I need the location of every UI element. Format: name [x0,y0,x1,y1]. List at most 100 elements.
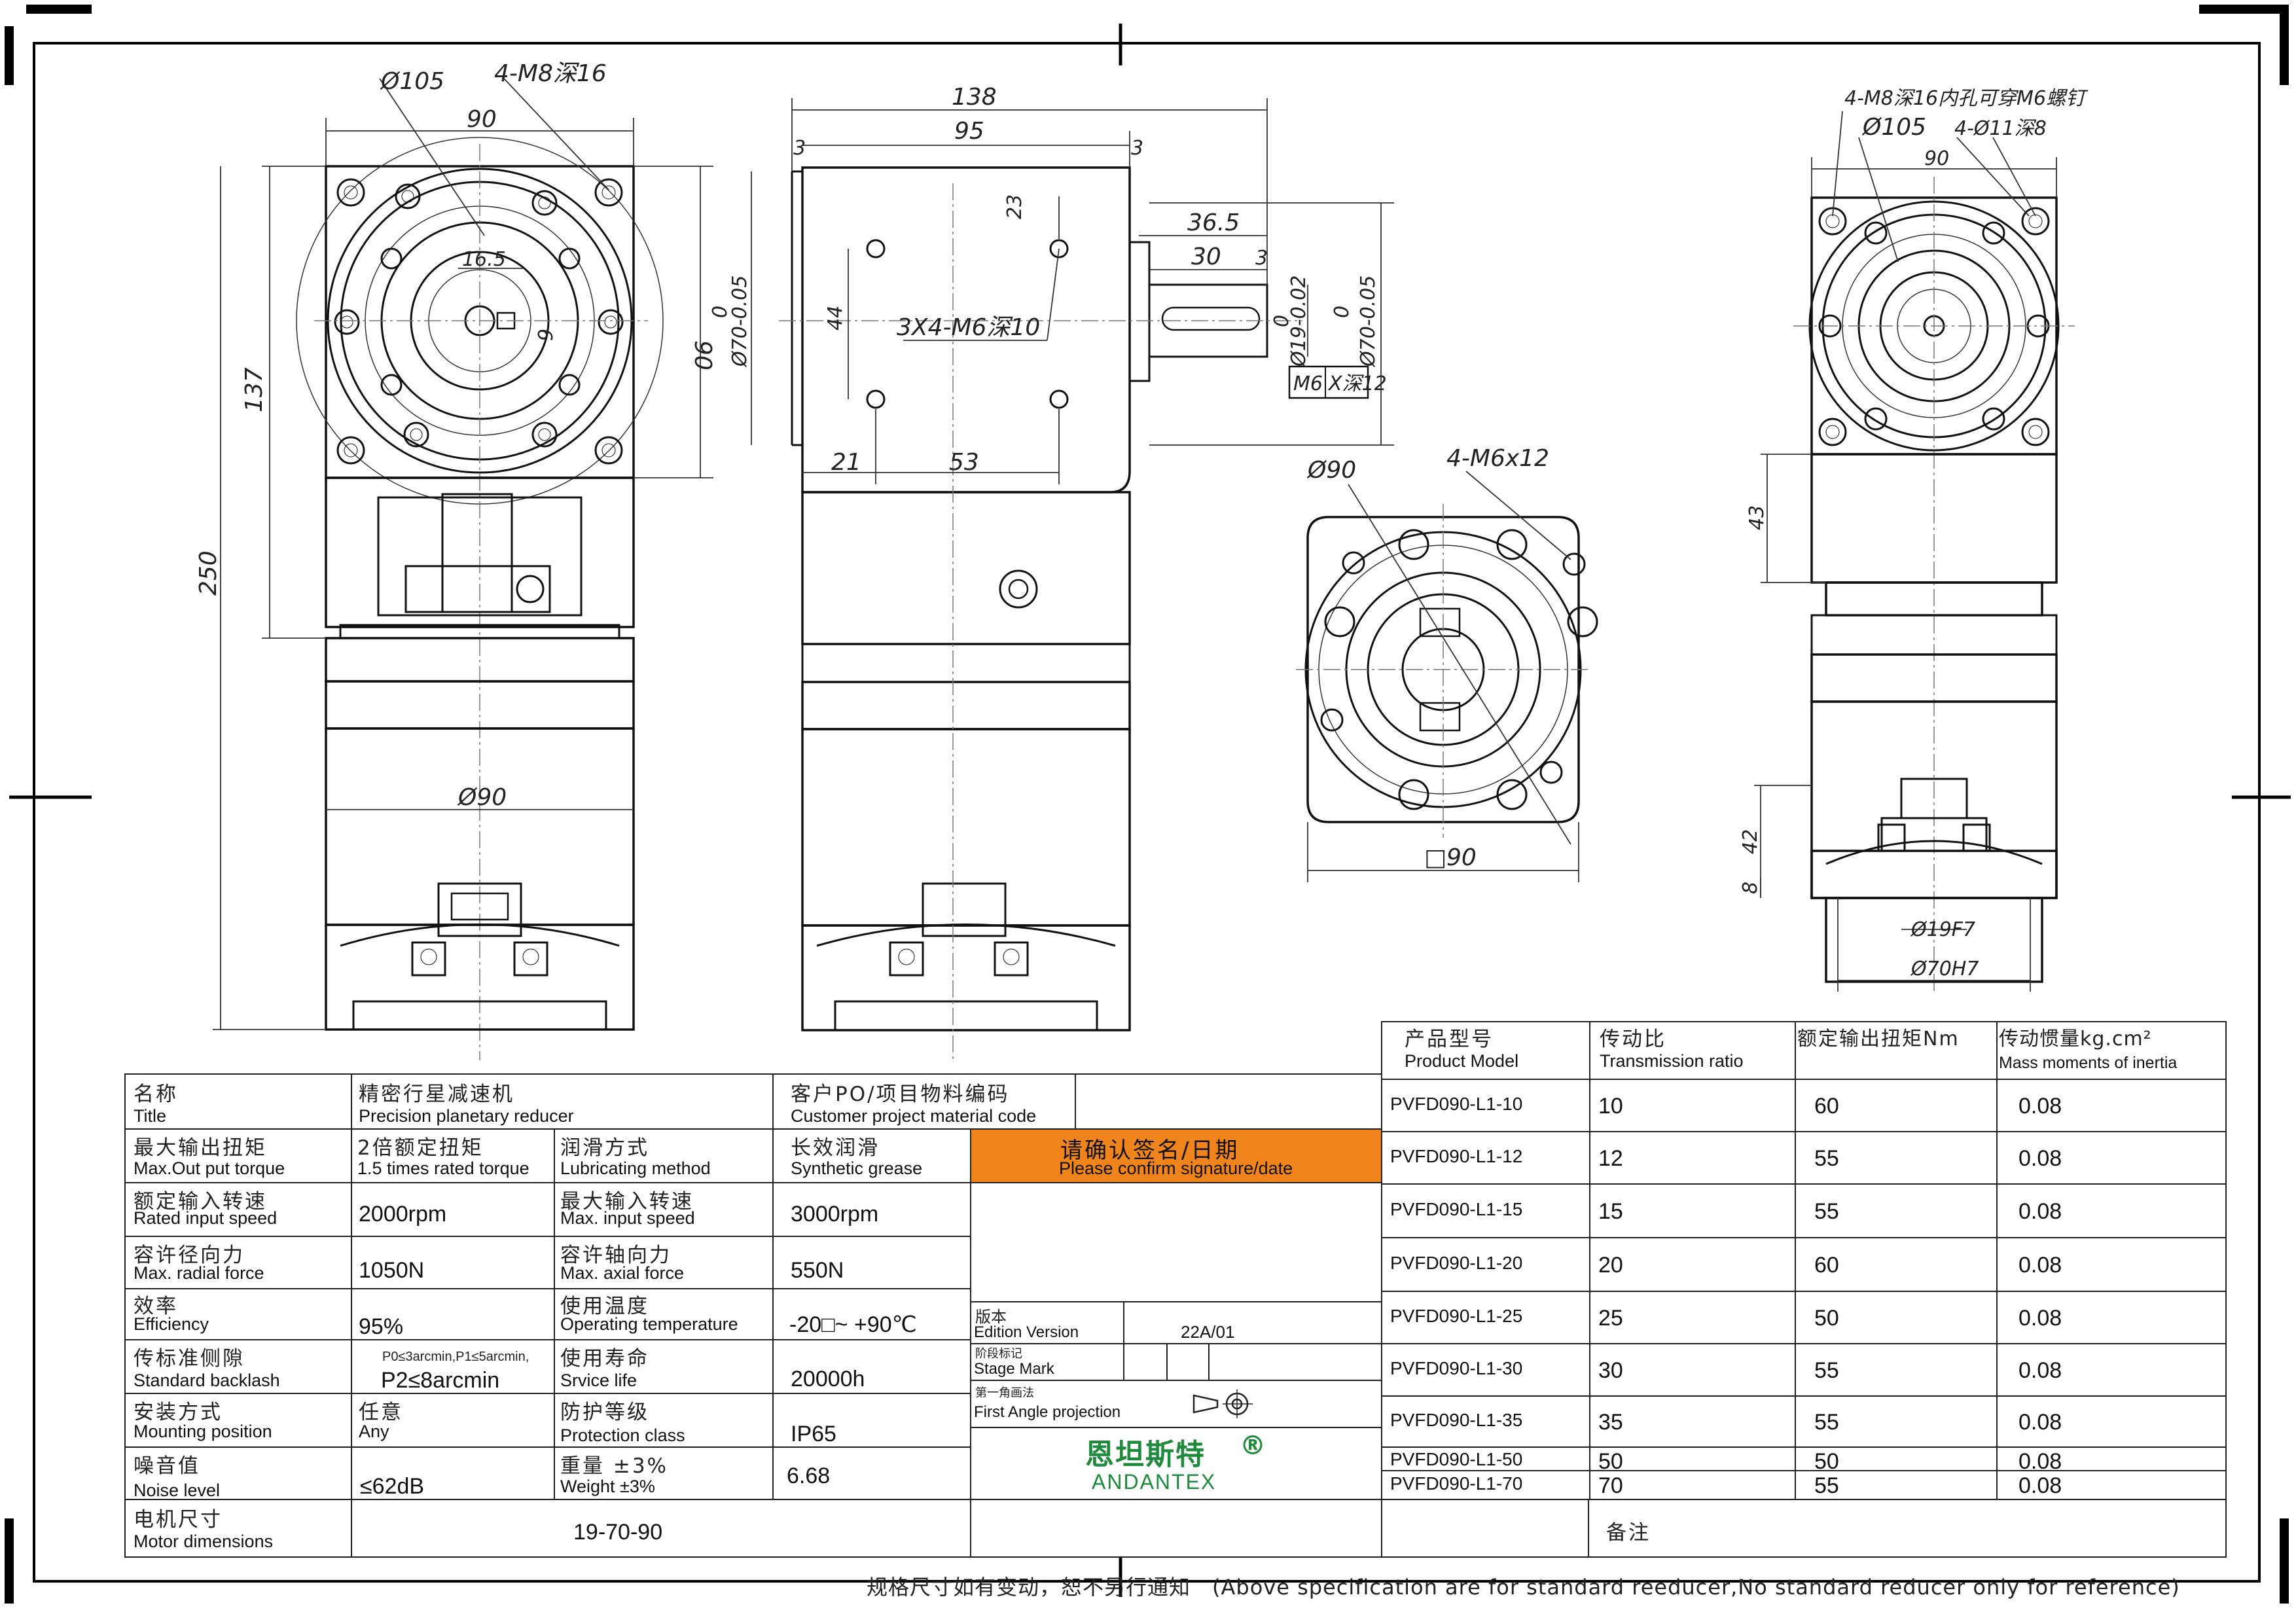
value2: 550N [791,1258,844,1283]
label-en: Mounting position [134,1422,272,1441]
label2-en: Protection class [560,1426,685,1445]
label-zh: 电机尺寸 [134,1508,223,1532]
front-bolt-holes [334,178,624,465]
confirm-title-en: Please confirm signature/date [1059,1158,1293,1178]
dim-side-18: X深12 [1327,372,1387,395]
models-header-cell [1589,1021,1796,1080]
model-cell [1589,1237,1796,1292]
dim-side-11: 0 [709,306,732,318]
model-cell [1996,1183,2227,1238]
outer-frame [33,42,2261,1583]
model-value: 55 [1814,1199,1839,1224]
spec-cell [124,1339,352,1394]
model-cell [1996,1131,2227,1185]
label-zh: 最大输出扭矩 [134,1136,267,1160]
dim-right-2: Ø105 [1861,114,1926,141]
label-en: Standard backlash [134,1371,280,1390]
stage-box [1123,1343,1168,1381]
value2-zh: 长效润滑 [791,1136,880,1160]
header-torque-zh: 额定输出扭矩Nm [1797,1028,1960,1050]
models-header-cell [1795,1021,1998,1080]
model-value: 12 [1598,1146,1623,1171]
remarks-label: 备注 [1606,1521,1651,1545]
dim-front-1: Ø105 [380,68,444,95]
value: 19-70-90 [573,1520,663,1545]
models-header-cell [1381,1021,1590,1080]
confirm-banner [970,1128,1382,1183]
spec-cell [351,1499,971,1558]
value-en: Precision planetary reducer [359,1106,574,1126]
model-name: PVFD090-L1-50 [1390,1449,1523,1469]
output-flange-view [1296,471,1598,882]
model-value: 50 [1598,1449,1623,1474]
dim-side-3: 3 [793,137,806,160]
stage-box [1208,1343,1382,1381]
model-value: 0.08 [2018,1473,2062,1498]
header-ratio-en: Transmission ratio [1600,1051,1744,1071]
model-cell [1589,1395,1796,1448]
model-name: PVFD090-L1-70 [1390,1473,1523,1494]
header-inertia-zh: 传动惯量kg.cm² [1999,1028,2152,1050]
label-en: Efficiency [134,1314,209,1334]
stage-label-zh: 阶段标记 [975,1347,1022,1360]
spec-cell [351,1182,555,1237]
model-cell [1996,1079,2227,1132]
flange-bolt-holes [1320,529,1598,810]
label2-en: Max. input speed [560,1208,695,1228]
spec-cell [554,1236,774,1289]
dim-side-10: 3X4-M6深10 [897,314,1040,341]
label-zh: 传标准侧隙 [134,1347,245,1371]
dim-side-15: 0 [1331,306,1354,318]
spec-cell [124,1128,352,1183]
value-zh: 任意 [359,1401,403,1424]
brand-cell [970,1427,1382,1500]
dim-side-17: M6 [1293,372,1323,395]
header-inertia-en: Mass moments of inertia [1999,1054,2178,1072]
dim-front-4: 137 [241,367,268,412]
label-zh: 额定输入转速 [134,1190,267,1213]
model-cell [1795,1343,1998,1397]
label-zh: 安装方式 [134,1401,223,1424]
spec-cell [124,1288,352,1340]
label2-zh: 容许轴向力 [560,1244,672,1267]
model-cell [1795,1291,1998,1344]
spec-cell [124,1236,352,1289]
value-zh: 2倍额定扭矩 [357,1136,484,1160]
model-value: 0.08 [2018,1358,2062,1383]
model-cell [1795,1079,1998,1132]
model-value: 60 [1814,1094,1839,1119]
model-value: 0.08 [2018,1146,2062,1171]
model-name: PVFD090-L1-10 [1390,1094,1523,1114]
label2-zh: 客户PO/项目物料编码 [791,1083,1010,1106]
value2-en: Synthetic grease [791,1158,923,1178]
label2-zh: 使用寿命 [560,1347,649,1371]
edition-label-en: Edition Version [974,1323,1079,1341]
dim-side-19: 21 [831,449,861,476]
centering-marks [9,24,2291,1597]
spec-cell [124,1393,352,1448]
dim-front-9: Ø90 [457,784,507,811]
value2: -20□~ +90℃ [789,1312,917,1337]
model-value: 20 [1598,1253,1623,1278]
value-en: 1.5 times rated torque [357,1158,529,1178]
dim-side-7: 30 [1191,243,1221,270]
edition-value: 22A/01 [1181,1322,1235,1342]
spec-cell [124,1499,352,1558]
dim-right-5: 43 [1746,505,1768,530]
model-value: 0.08 [2018,1253,2062,1278]
model-cell [1381,1079,1590,1132]
model-cell [1795,1446,1998,1471]
model-cell [1795,1237,1998,1292]
dim-front-2: 4-M8深16 [494,60,607,87]
projection-label-en: First Angle projection [974,1403,1121,1421]
right-view [1754,111,2075,995]
dim-side-20: 53 [949,449,979,476]
value2: IP65 [791,1422,836,1446]
confirm-title-zh: 请确认签名/日期 [1060,1138,1240,1164]
front-dimension-lines [213,78,713,1030]
dim-side-8: 3 [1255,247,1268,270]
label-en: Title [134,1106,167,1126]
model-value: 0.08 [2018,1306,2062,1331]
label2-en: Lubricating method [560,1158,711,1178]
model-cell [1589,1470,1796,1500]
